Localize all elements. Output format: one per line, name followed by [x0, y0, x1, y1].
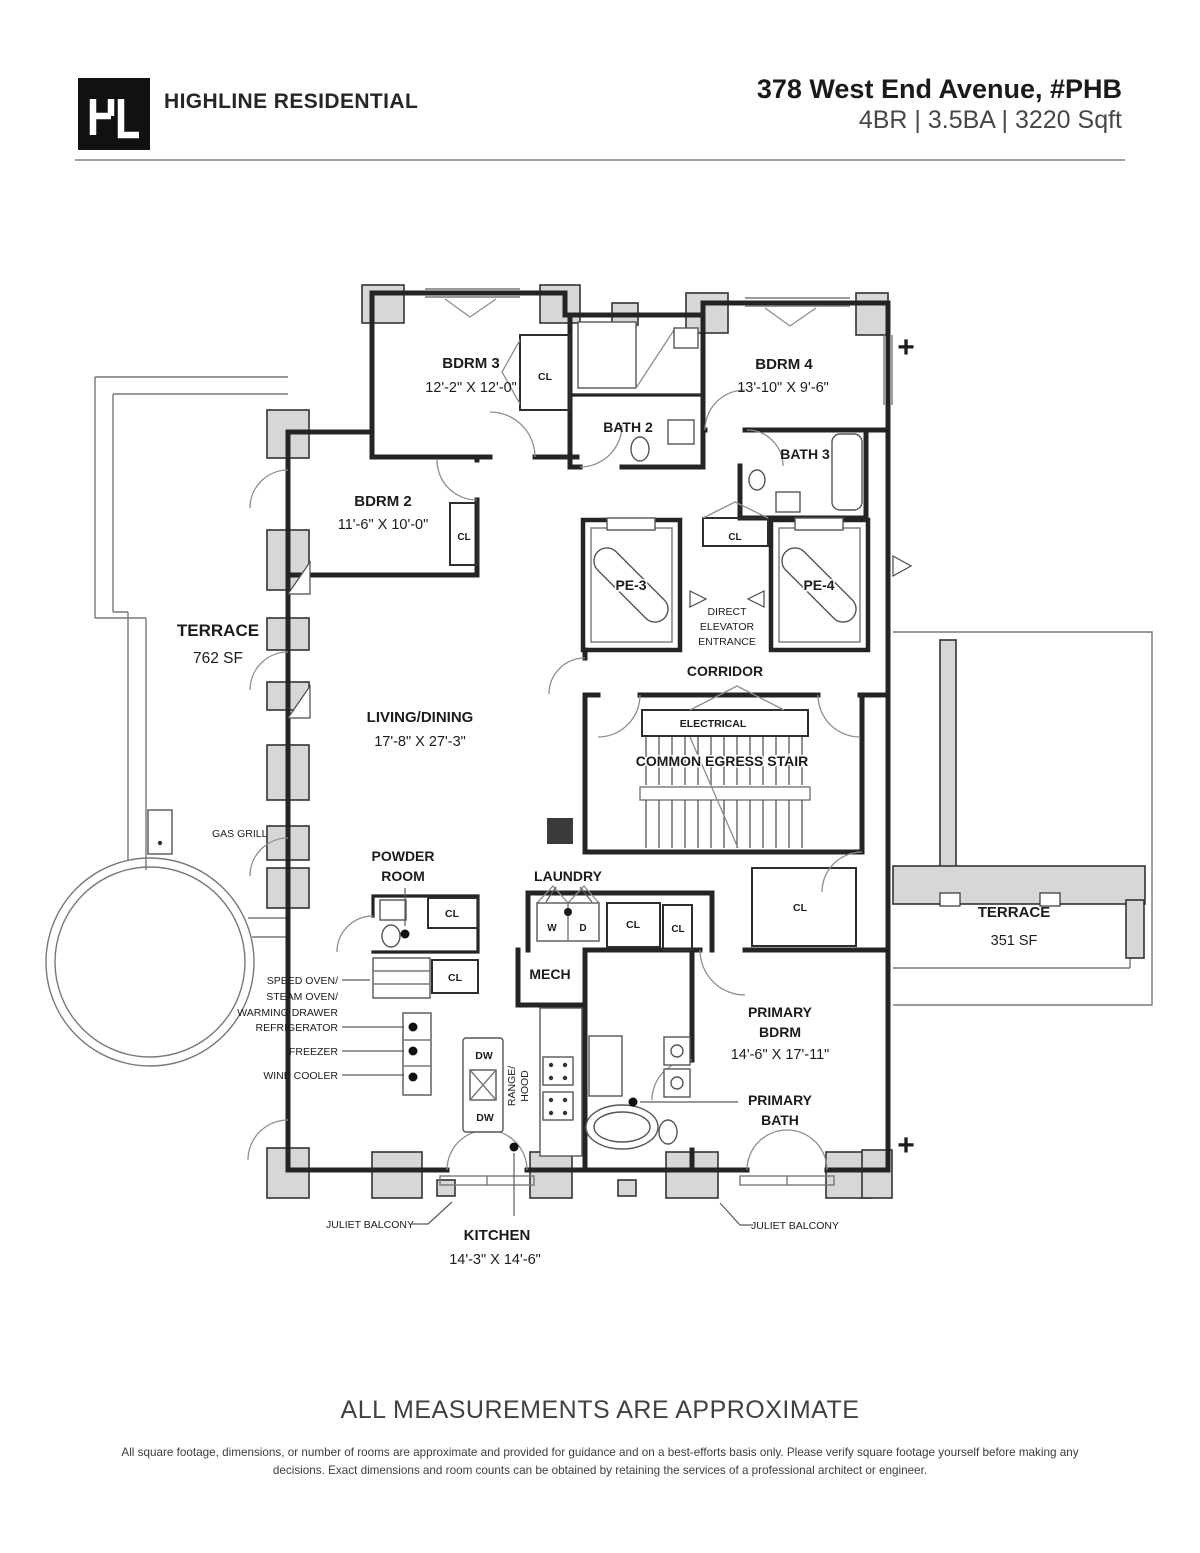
bdrm3-dims: 12'-2" X 12'-0"	[425, 380, 517, 396]
powder-closet-label: CL	[445, 908, 460, 920]
juliet-balcony-right-label: JULIET BALCONY	[751, 1220, 839, 1232]
fixtures	[372, 321, 863, 1157]
brand-name: HIGHLINE RESIDENTIAL	[164, 90, 419, 113]
walls	[285, 290, 891, 1173]
measurements-note: ALL MEASUREMENTS ARE APPROXIMATE	[340, 1396, 860, 1424]
kitchen-dims: 14'-3" X 14'-6"	[449, 1252, 541, 1268]
bdrm2-label: BDRM 2	[354, 493, 412, 510]
terrace-left-outline	[45, 376, 288, 1067]
kitchen-label: KITCHEN	[464, 1227, 531, 1244]
pantry-closet-label: CL	[448, 972, 463, 984]
mech-label: MECH	[529, 966, 570, 982]
bath2-label: BATH 2	[603, 419, 653, 435]
laundry-closet-label: CL	[626, 919, 641, 931]
terrace-right-outline	[892, 631, 1153, 1006]
speed-oven-line1: SPEED OVEN/	[267, 975, 338, 987]
primary-bdrm-dims: 14'-6" X 17'-11"	[731, 1047, 830, 1063]
washer-label: W	[547, 923, 557, 934]
listing-address: 378 West End Avenue, #PHB	[756, 74, 1122, 104]
direct-elevator-line3: ENTRANCE	[698, 636, 756, 648]
range-hood-line1: RANGE/	[506, 1066, 518, 1106]
juliet-balcony-left-label: JULIET BALCONY	[326, 1219, 414, 1231]
dishwasher-bottom-label: DW	[476, 1112, 494, 1124]
elevator-cars	[590, 517, 861, 643]
pe3-label: PE-3	[615, 577, 646, 593]
bath3-label: BATH 3	[780, 446, 830, 462]
bdrm4-label: BDRM 4	[755, 356, 813, 373]
speed-oven-line3: WARMING DRAWER	[237, 1007, 338, 1019]
living-dining-dims: 17'-8" X 27'-3"	[374, 734, 466, 750]
terrace-left-label: TERRACE	[177, 621, 259, 640]
hall-closet-label: CL	[671, 924, 684, 935]
plus-marker-top: +	[897, 331, 915, 364]
bdrm4-dims: 13'-10" X 9'-6"	[737, 380, 829, 396]
electrical-label: ELECTRICAL	[680, 718, 747, 730]
bdrm3-closet-label: CL	[538, 371, 553, 383]
bdrm2-dims: 11'-6" X 10'-0"	[338, 517, 429, 533]
refrigerator-label: REFRIGERATOR	[256, 1022, 339, 1034]
powder-room-line1: POWDER	[372, 848, 435, 864]
header-divider	[75, 159, 1125, 161]
leader-lines	[342, 886, 753, 1226]
terrace-right-label: TERRACE	[978, 904, 1051, 921]
windows	[425, 288, 893, 1186]
wine-cooler-label: WINE COOLER	[263, 1070, 338, 1082]
disclaimer-text: All square footage, dimensions, or numbe…	[121, 1446, 1079, 1477]
dryer-label: D	[579, 923, 586, 934]
freezer-label: FREEZER	[289, 1046, 338, 1058]
laundry-label: LAUNDRY	[534, 868, 603, 884]
speed-oven-line2: STEAM OVEN/	[266, 991, 338, 1003]
doors	[247, 339, 913, 1171]
room-labels: BDRM 3 12'-2" X 12'-0" CL BATH 2 BDRM 4 …	[177, 331, 1050, 1268]
direct-elevator-line2: ELEVATOR	[700, 621, 755, 633]
dishwasher-top-label: DW	[475, 1050, 493, 1062]
highline-logo-icon	[78, 78, 150, 150]
elevator-closet-label: CL	[728, 532, 741, 543]
listing-specs: 4BR | 3.5BA | 3220 Sqft	[858, 106, 1122, 134]
bdrm2-closet-label: CL	[457, 532, 470, 543]
powder-room-line2: ROOM	[381, 868, 425, 884]
primary-closet-label: CL	[793, 902, 808, 914]
pe4-label: PE-4	[803, 577, 834, 593]
primary-bdrm-line2: BDRM	[759, 1024, 801, 1040]
range-hood-line2: HOOD	[519, 1070, 531, 1102]
primary-bath-line2: BATH	[761, 1112, 799, 1128]
primary-bdrm-line1: PRIMARY	[748, 1004, 813, 1020]
terrace-left-area: 762 SF	[193, 650, 243, 667]
living-dining-label: LIVING/DINING	[367, 709, 474, 726]
egress-stair-label: COMMON EGRESS STAIR	[636, 753, 808, 769]
gas-grill-label: GAS GRILL	[212, 828, 268, 840]
terrace-right-area: 351 SF	[991, 933, 1038, 949]
primary-bath-line1: PRIMARY	[748, 1092, 813, 1108]
bdrm3-label: BDRM 3	[442, 355, 500, 372]
egress-stair-treads	[639, 736, 811, 849]
corridor-label: CORRIDOR	[687, 663, 763, 679]
direct-elevator-line1: DIRECT	[707, 606, 747, 618]
plus-marker-bottom: +	[897, 1129, 915, 1162]
